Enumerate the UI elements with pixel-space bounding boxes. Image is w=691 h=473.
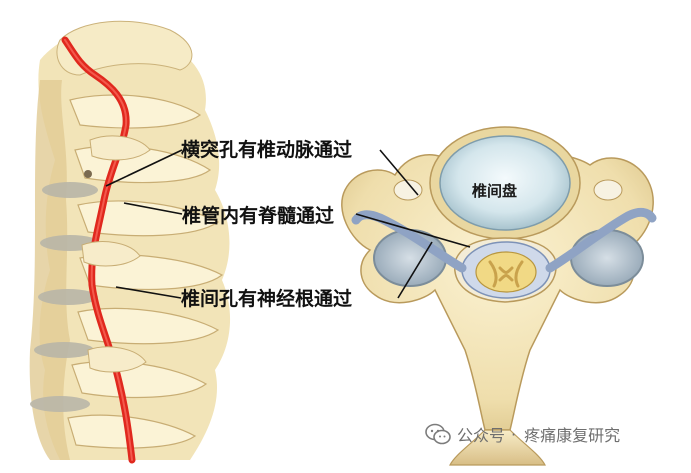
intervertebral-disc	[439, 135, 571, 231]
watermark: 公众号 · 疼痛康复研究	[425, 419, 620, 449]
right-nerve-root	[545, 207, 657, 273]
watermark-prefix: 公众号	[457, 426, 506, 445]
axial-vertebra	[341, 126, 657, 466]
right-facet	[570, 229, 644, 287]
cervical-spine-model	[29, 20, 231, 464]
watermark-separator: ·	[511, 424, 517, 444]
watermark-name: 疼痛康复研究	[524, 426, 621, 445]
label-intervertebral-foramen: 椎间孔有神经根通过	[181, 288, 353, 310]
label-vertebral-artery: 横突孔有椎动脉通过	[181, 139, 353, 161]
label-disc: 椎间盘	[472, 182, 518, 200]
label-spinal-canal: 椎管内有脊髓通过	[182, 205, 335, 227]
leader-lines	[105, 149, 471, 299]
wechat-icon	[425, 423, 451, 445]
